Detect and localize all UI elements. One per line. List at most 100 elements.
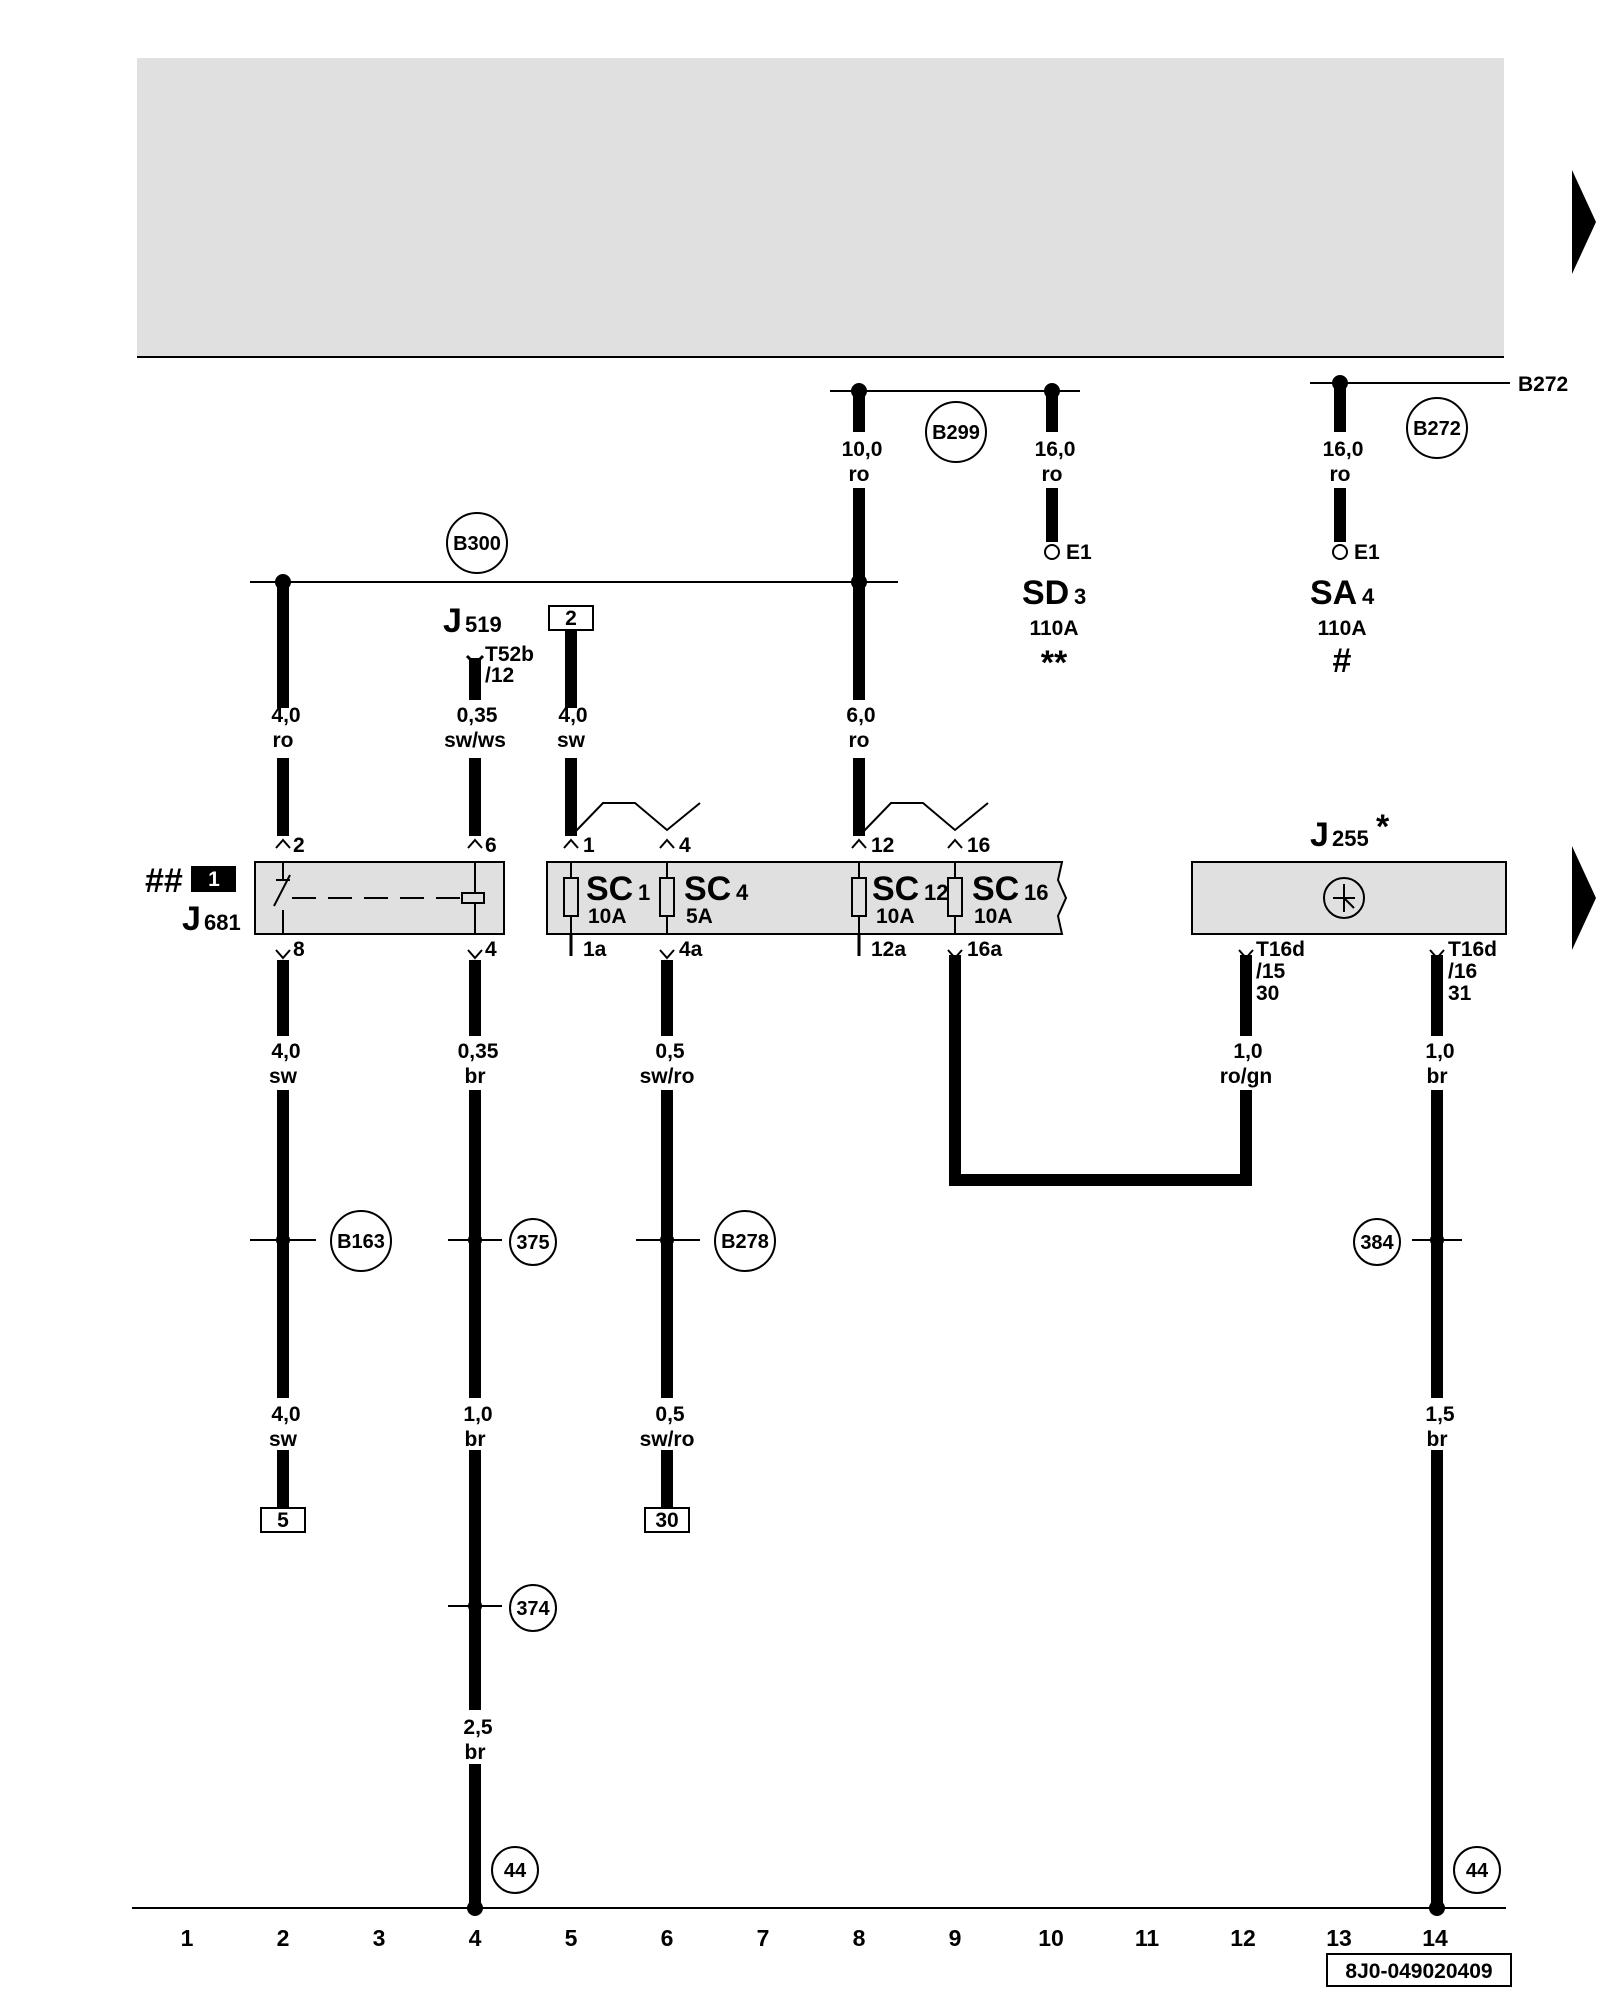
svg-text:44: 44 [504, 1860, 527, 1882]
svg-text:0,5: 0,5 [655, 1403, 685, 1426]
svg-text:8: 8 [853, 1925, 866, 1951]
svg-text:4,0: 4,0 [271, 704, 300, 727]
svg-text:ro: ro [849, 463, 870, 486]
splice-ticks [250, 1239, 1462, 1607]
svg-text:31: 31 [1448, 982, 1472, 1005]
fuse-box-sc [546, 861, 1068, 935]
svg-text:B163: B163 [337, 1231, 385, 1253]
svg-text:ro: ro [1330, 463, 1351, 486]
svg-text:16: 16 [1024, 880, 1048, 905]
svg-text:384: 384 [1360, 1232, 1394, 1254]
svg-text:4: 4 [485, 938, 497, 961]
svg-text:J: J [443, 602, 462, 640]
svg-text:12a: 12a [871, 938, 906, 961]
svg-text:sw: sw [557, 729, 586, 752]
nav-arrow-icon[interactable] [1572, 846, 1596, 950]
page-ref-30[interactable]: 30 [644, 1507, 690, 1533]
fuse-sc16-label: SC 16 10A [972, 870, 1048, 928]
svg-text:16: 16 [967, 834, 990, 857]
svg-text:J: J [1310, 816, 1329, 854]
ground-point-icon: 44 [491, 1846, 539, 1894]
svg-text:4: 4 [469, 1925, 482, 1951]
svg-text:1: 1 [583, 834, 595, 857]
rotary-switch-icon [1323, 877, 1365, 919]
page-ref-5[interactable]: 5 [260, 1507, 306, 1533]
j681-relay [254, 861, 505, 935]
connector-b299: B299 [925, 401, 987, 463]
svg-text:4: 4 [679, 834, 691, 857]
svg-text:11: 11 [1135, 1925, 1160, 1951]
svg-text:2: 2 [293, 834, 305, 857]
svg-text:4,0: 4,0 [558, 704, 587, 727]
svg-text:7: 7 [757, 1925, 770, 1951]
svg-text:1,0: 1,0 [1425, 1040, 1454, 1063]
pin-labels: 2 8 6 4 1 4 12 16 1a 4a 12a 16a [293, 834, 1002, 961]
svg-text:br: br [465, 1065, 486, 1088]
svg-text:10A: 10A [588, 905, 627, 928]
svg-text:2: 2 [277, 1925, 290, 1951]
svg-text:ro: ro [1042, 463, 1063, 486]
svg-text:B300: B300 [453, 533, 501, 555]
svg-text:br: br [1427, 1428, 1448, 1451]
svg-text:SA: SA [1310, 574, 1357, 612]
j681-location-badge: 1 [191, 866, 236, 892]
svg-text:sw/ws: sw/ws [444, 729, 506, 752]
fuse-icon [947, 862, 963, 934]
t16d-15-label: T16d /15 30 [1256, 938, 1305, 1005]
svg-text:br: br [465, 1741, 486, 1764]
svg-text:5A: 5A [686, 905, 713, 928]
j255-unit [1191, 861, 1507, 935]
svg-text:110A: 110A [1029, 617, 1078, 640]
svg-text:13: 13 [1326, 1925, 1352, 1951]
t52b-pin-label: /12 [485, 664, 514, 687]
fuse-sc1-label: SC 1 10A [586, 870, 650, 928]
svg-text:0,35: 0,35 [457, 704, 498, 727]
svg-text:10A: 10A [974, 905, 1013, 928]
svg-text:4,0: 4,0 [271, 1403, 300, 1426]
wire-labels: 4,0 ro 0,35 sw/ws 4,0 sw 10,0 ro 6,0 ro … [269, 438, 1455, 1764]
svg-text:16,0: 16,0 [1035, 438, 1076, 461]
svg-text:**: ** [1041, 644, 1068, 682]
terminal-e1-sa [1332, 544, 1348, 560]
svg-text:374: 374 [516, 1598, 550, 1620]
svg-text:SC: SC [586, 870, 633, 908]
j681-mark: ## [145, 862, 183, 900]
svg-text:T16d: T16d [1448, 938, 1497, 961]
svg-text:ro/gn: ro/gn [1220, 1065, 1273, 1088]
svg-text:4: 4 [1362, 584, 1375, 609]
pin-ticks [275, 838, 1445, 960]
svg-text:2,5: 2,5 [463, 1716, 493, 1739]
svg-text:1,5: 1,5 [1425, 1403, 1455, 1426]
svg-text:sw/ro: sw/ro [640, 1065, 695, 1088]
svg-text:T16d: T16d [1256, 938, 1305, 961]
svg-text:6,0: 6,0 [846, 704, 875, 727]
nav-arrow-icon[interactable] [1572, 170, 1596, 274]
svg-text:br: br [1427, 1065, 1448, 1088]
splice-375: 375 [509, 1218, 557, 1266]
svg-text:SC: SC [684, 870, 731, 908]
svg-text:sw/ro: sw/ro [640, 1428, 695, 1451]
fuse-tails [569, 934, 861, 956]
svg-text:/16: /16 [1448, 960, 1477, 983]
svg-text:44: 44 [1466, 1860, 1489, 1882]
terminal-e1-sd [1044, 544, 1060, 560]
svg-text:1: 1 [208, 868, 220, 891]
t52b-connector-mark [465, 654, 485, 667]
j255-label: J 255 * [1310, 808, 1390, 854]
svg-text:12: 12 [871, 834, 894, 857]
page-ref-2[interactable]: 2 [548, 605, 594, 631]
svg-text:8J0-049020409: 8J0-049020409 [1345, 1960, 1492, 1983]
svg-text:3: 3 [1074, 584, 1086, 609]
svg-text:1: 1 [638, 880, 650, 905]
svg-text:255: 255 [1332, 826, 1369, 851]
svg-text:B272: B272 [1413, 418, 1461, 440]
svg-text:ro: ro [273, 729, 294, 752]
svg-text:4a: 4a [679, 938, 703, 961]
svg-text:1,0: 1,0 [1233, 1040, 1262, 1063]
svg-text:br: br [465, 1428, 486, 1451]
connector-b300: B300 [446, 512, 508, 574]
svg-text:2: 2 [565, 607, 577, 630]
svg-text:5: 5 [565, 1925, 578, 1951]
fuse-sc4-label: SC 4 5A [684, 870, 749, 928]
